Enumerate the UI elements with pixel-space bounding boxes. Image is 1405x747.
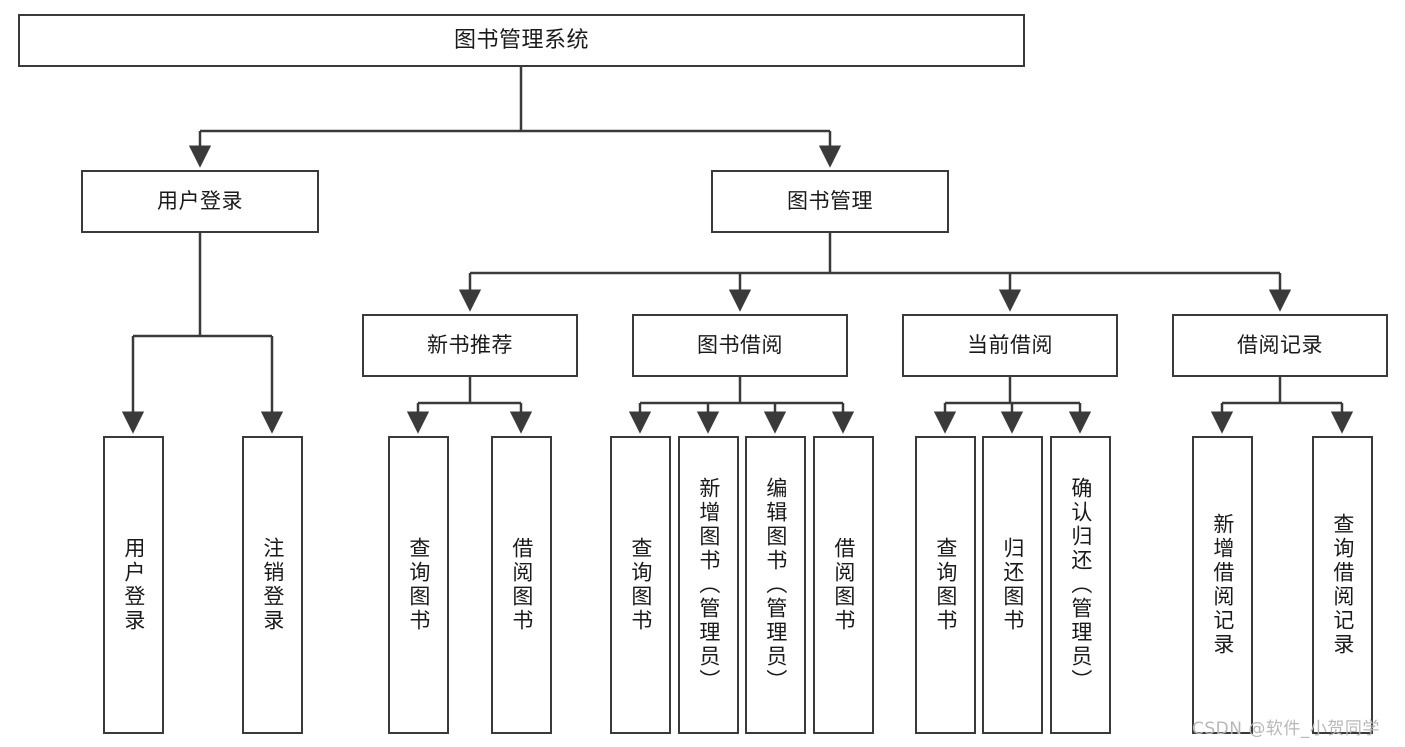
node-book-borrow[interactable]: 图书借阅 xyxy=(632,314,848,377)
leaf-current-borrow-query[interactable]: 查询图书 xyxy=(915,436,976,734)
node-label: 注销登录 xyxy=(260,537,285,633)
node-label: 借阅图书 xyxy=(509,537,534,633)
node-label: 用户登录 xyxy=(157,189,243,214)
leaf-book-borrow-query[interactable]: 查询图书 xyxy=(610,436,671,734)
leaf-book-borrow-edit-admin[interactable]: 编辑图书（管理员） xyxy=(745,436,806,734)
node-label: 归还图书 xyxy=(1000,537,1025,633)
node-label: 新书推荐 xyxy=(427,333,513,358)
node-label: 借阅记录 xyxy=(1237,333,1323,358)
node-label: 确认归还（管理员） xyxy=(1068,477,1093,693)
node-label: 新增借阅记录 xyxy=(1210,513,1235,657)
node-label: 查询借阅记录 xyxy=(1330,513,1355,657)
node-label: 用户登录 xyxy=(121,537,146,633)
node-new-book-recommend[interactable]: 新书推荐 xyxy=(362,314,578,377)
leaf-current-borrow-confirm-return-admin[interactable]: 确认归还（管理员） xyxy=(1050,436,1111,734)
leaf-book-borrow-add-admin[interactable]: 新增图书（管理员） xyxy=(678,436,739,734)
node-label: 图书管理 xyxy=(787,189,873,214)
node-label: 借阅图书 xyxy=(831,537,856,633)
leaf-current-borrow-return[interactable]: 归还图书 xyxy=(982,436,1043,734)
leaf-user-login-signout[interactable]: 注销登录 xyxy=(242,436,303,734)
node-borrow-record[interactable]: 借阅记录 xyxy=(1172,314,1388,377)
node-label: 查询图书 xyxy=(406,537,431,633)
node-root-book-management-system[interactable]: 图书管理系统 xyxy=(18,14,1025,67)
leaf-new-book-query[interactable]: 查询图书 xyxy=(388,436,449,734)
node-label: 当前借阅 xyxy=(967,333,1053,358)
node-label: 新增图书（管理员） xyxy=(696,477,721,693)
leaf-borrow-record-query[interactable]: 查询借阅记录 xyxy=(1312,436,1373,734)
node-label: 查询图书 xyxy=(628,537,653,633)
node-user-login[interactable]: 用户登录 xyxy=(81,170,319,233)
leaf-book-borrow-borrow[interactable]: 借阅图书 xyxy=(813,436,874,734)
leaf-user-login-signin[interactable]: 用户登录 xyxy=(103,436,164,734)
leaf-new-book-borrow[interactable]: 借阅图书 xyxy=(491,436,552,734)
node-current-borrow[interactable]: 当前借阅 xyxy=(902,314,1118,377)
node-label: 图书借阅 xyxy=(697,333,783,358)
node-book-management[interactable]: 图书管理 xyxy=(711,170,949,233)
node-label: 查询图书 xyxy=(933,537,958,633)
csdn-watermark: CSDN @软件_小贺同学 xyxy=(1192,719,1380,739)
leaf-borrow-record-add[interactable]: 新增借阅记录 xyxy=(1192,436,1253,734)
node-label: 编辑图书（管理员） xyxy=(763,477,788,693)
node-label: 图书管理系统 xyxy=(453,27,589,53)
